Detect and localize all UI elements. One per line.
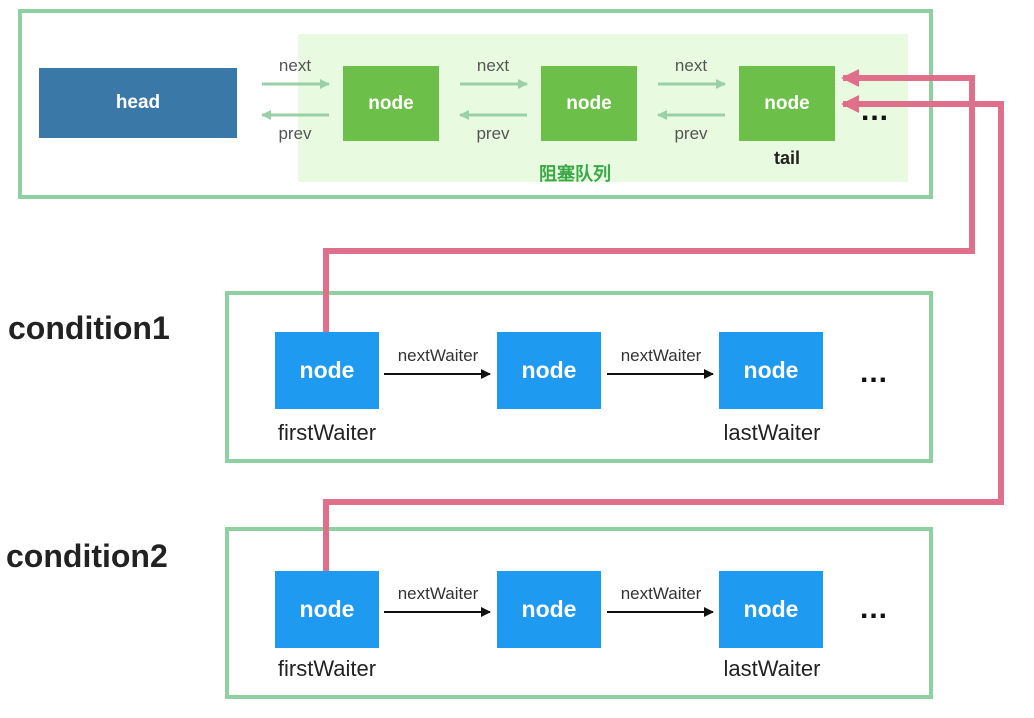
condition1-transfer-line <box>323 69 975 332</box>
condition2-link-label-2: nextWaiter <box>620 584 702 603</box>
condition1-title: condition1 <box>8 310 170 346</box>
queue-ellipsis: ... <box>861 94 890 127</box>
condition2-title: condition2 <box>6 538 168 574</box>
condition2-node-last: node <box>719 571 823 648</box>
prev-label-3: prev <box>674 124 708 143</box>
condition1-node-first: node <box>275 332 379 409</box>
prev-label-1: prev <box>278 124 312 143</box>
condition2-link-label-1: nextWaiter <box>397 584 479 603</box>
condition2-transfer-line <box>323 95 1004 571</box>
next-label-1: next <box>278 56 312 75</box>
tail-label: tail <box>773 148 800 168</box>
blocking-queue-title: 阻塞队列 <box>539 164 611 184</box>
head-node: head <box>39 68 237 138</box>
condition2-first-waiter-label: firstWaiter <box>277 656 377 681</box>
condition2-last-waiter-label: lastWaiter <box>723 656 821 681</box>
condition1-last-waiter-label: lastWaiter <box>723 420 821 445</box>
queue-node-2: node <box>541 66 637 141</box>
condition2-node-middle: node <box>497 571 601 648</box>
condition2-ellipsis: ... <box>860 592 889 625</box>
prev-label-2: prev <box>476 124 510 143</box>
condition2-node-first: node <box>275 571 379 648</box>
next-label-2: next <box>476 56 510 75</box>
queue-node-1: node <box>343 66 439 141</box>
queue-node-tail: node <box>739 66 835 141</box>
condition1-node-middle: node <box>497 332 601 409</box>
condition1-link-label-1: nextWaiter <box>397 346 479 365</box>
condition1-node-last: node <box>719 332 823 409</box>
condition1-first-waiter-label: firstWaiter <box>277 420 377 445</box>
next-label-3: next <box>674 56 708 75</box>
condition1-ellipsis: ... <box>860 356 889 389</box>
condition1-link-label-2: nextWaiter <box>620 346 702 365</box>
